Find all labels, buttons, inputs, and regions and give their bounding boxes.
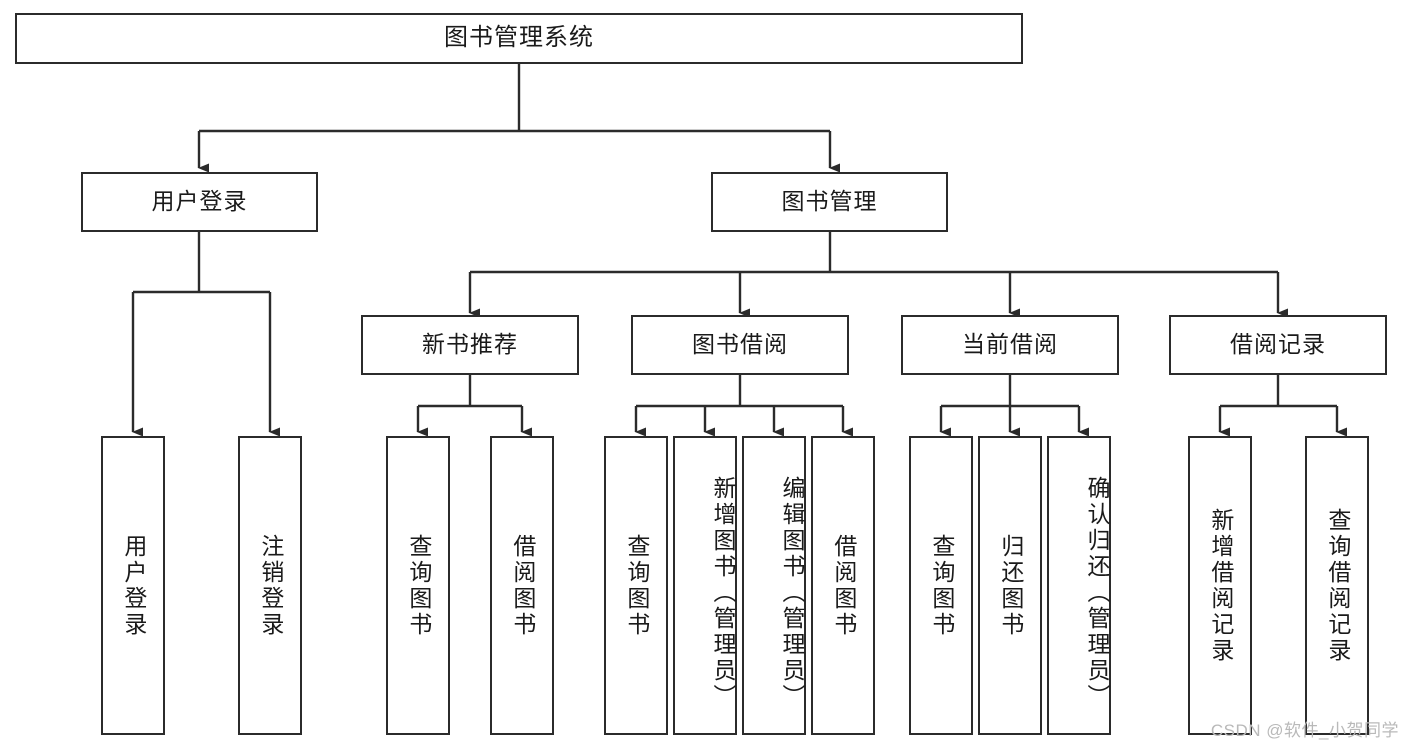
node-book-borrow[interactable]: 图书借阅 — [631, 315, 849, 375]
leaf-query-book-1-label: 查询图书 — [405, 533, 432, 638]
leaf-edit-book-label: 编辑图书（管理员） — [779, 475, 805, 710]
leaf-return-book-label: 归还图书 — [997, 533, 1024, 638]
node-book-manage[interactable]: 图书管理 — [711, 172, 948, 232]
leaf-query-record-label: 查询借阅记录 — [1324, 507, 1351, 664]
node-book-borrow-label: 图书借阅 — [692, 331, 788, 358]
node-new-book-rec-label: 新书推荐 — [422, 331, 518, 358]
node-borrow-record-label: 借阅记录 — [1230, 331, 1326, 358]
node-new-book-rec[interactable]: 新书推荐 — [361, 315, 579, 375]
node-root-label: 图书管理系统 — [444, 24, 594, 52]
leaf-return-book[interactable]: 归还图书 — [978, 436, 1042, 735]
leaf-user-login-label: 用户登录 — [120, 533, 147, 638]
leaf-add-record-label: 新增借阅记录 — [1207, 507, 1234, 664]
leaf-query-book-3-label: 查询图书 — [928, 533, 955, 638]
node-borrow-record[interactable]: 借阅记录 — [1169, 315, 1387, 375]
leaf-edit-book[interactable]: 编辑图书（管理员） — [742, 436, 806, 735]
leaf-query-book-2-label: 查询图书 — [623, 533, 650, 638]
csdn-watermark: CSDN @软件_小贺同学 — [1210, 721, 1399, 740]
leaf-borrow-book-1[interactable]: 借阅图书 — [490, 436, 554, 735]
leaf-borrow-book-1-label: 借阅图书 — [509, 533, 536, 638]
leaf-logout[interactable]: 注销登录 — [238, 436, 302, 735]
leaf-borrow-book-2[interactable]: 借阅图书 — [811, 436, 875, 735]
leaf-confirm-return[interactable]: 确认归还（管理员） — [1047, 436, 1111, 735]
leaf-add-book[interactable]: 新增图书（管理员） — [673, 436, 737, 735]
leaf-query-book-3[interactable]: 查询图书 — [909, 436, 973, 735]
leaf-borrow-book-2-label: 借阅图书 — [830, 533, 857, 638]
leaf-add-record[interactable]: 新增借阅记录 — [1188, 436, 1252, 735]
node-user-login[interactable]: 用户登录 — [81, 172, 318, 232]
node-user-login-label: 用户登录 — [151, 188, 248, 215]
leaf-query-book-1[interactable]: 查询图书 — [386, 436, 450, 735]
leaf-query-book-2[interactable]: 查询图书 — [604, 436, 668, 735]
node-current-borrow[interactable]: 当前借阅 — [901, 315, 1119, 375]
leaf-logout-label: 注销登录 — [257, 533, 284, 638]
node-root[interactable]: 图书管理系统 — [15, 13, 1023, 64]
leaf-confirm-return-label: 确认归还（管理员） — [1084, 475, 1110, 710]
node-current-borrow-label: 当前借阅 — [962, 331, 1058, 358]
node-book-manage-label: 图书管理 — [781, 188, 878, 215]
leaf-add-book-label: 新增图书（管理员） — [710, 475, 736, 710]
leaf-user-login[interactable]: 用户登录 — [101, 436, 165, 735]
leaf-query-record[interactable]: 查询借阅记录 — [1305, 436, 1369, 735]
